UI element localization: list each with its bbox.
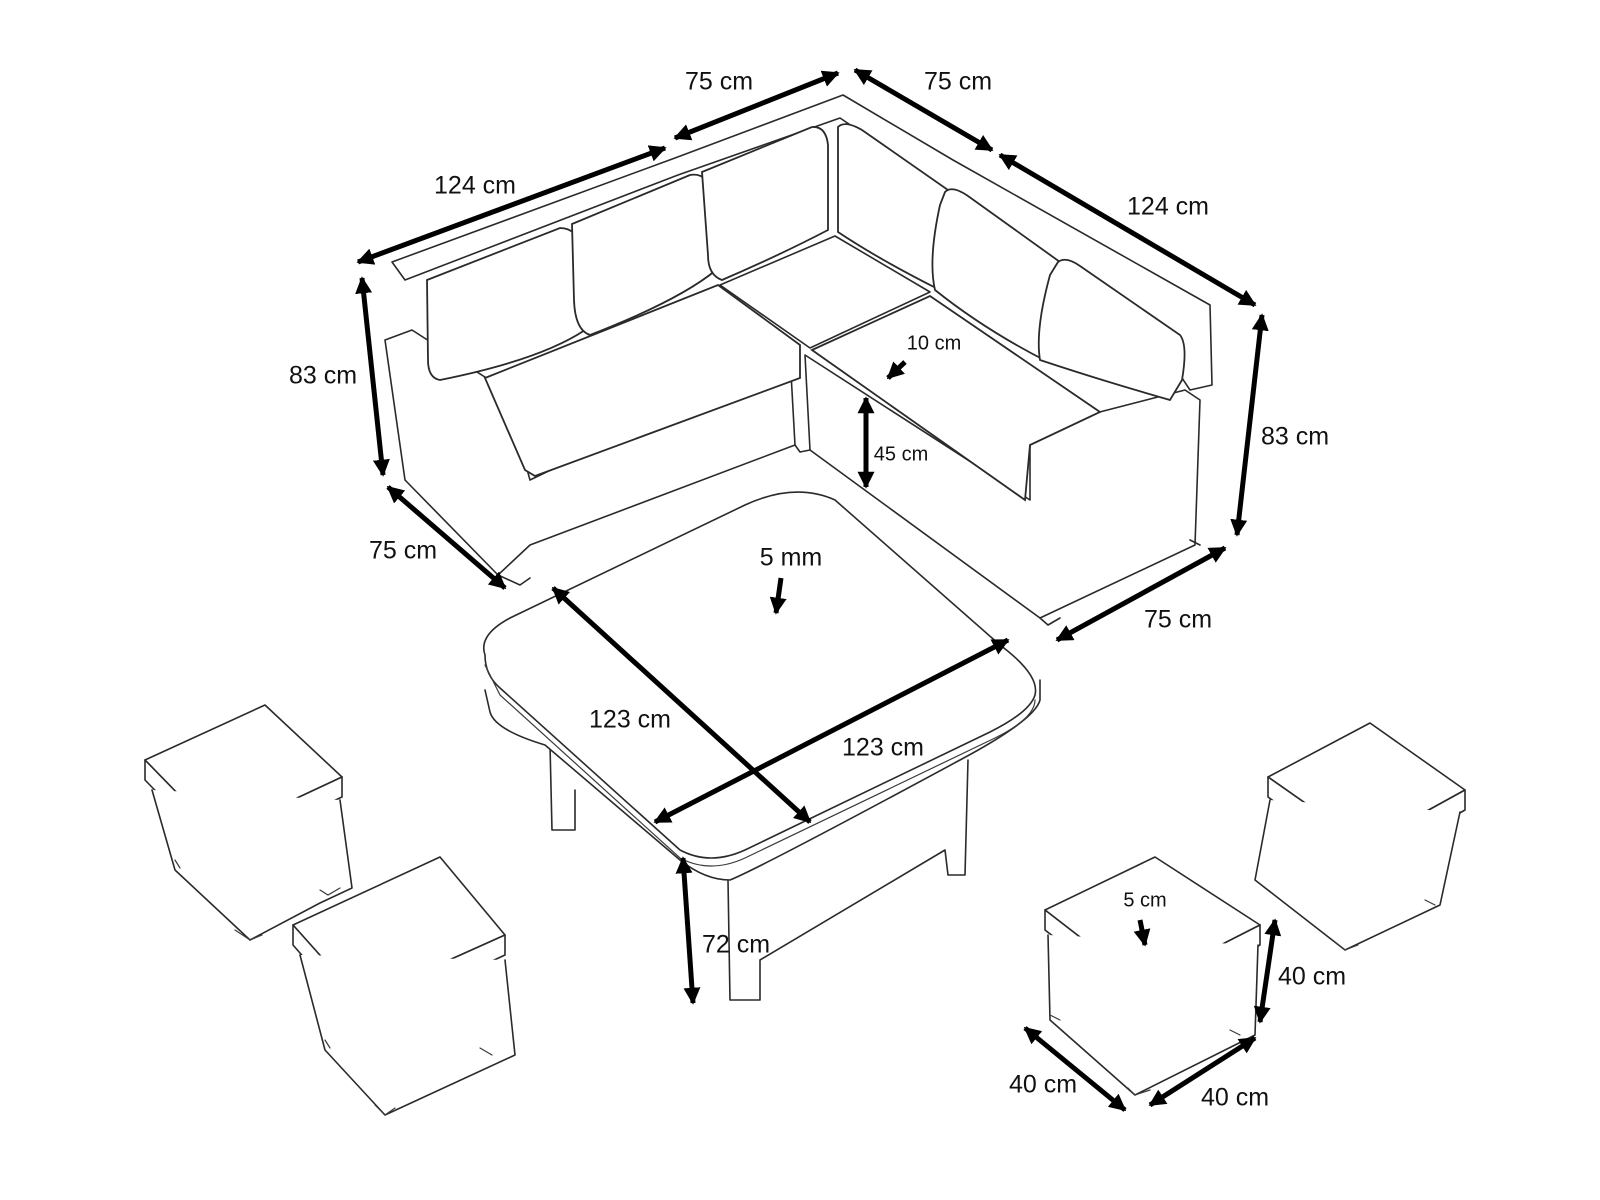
- dimension-arrows: [355, 67, 1282, 1112]
- dimension-arrow: [356, 145, 667, 265]
- sofa-right-seat-cushion: [810, 294, 1102, 502]
- dimension-label-table-height: 72 cm: [701, 930, 771, 959]
- dimension-label-sofa-left-length: 124 cm: [434, 171, 516, 200]
- sofa-leg: [1189, 539, 1201, 546]
- dimension-label-sofa-right-length: 124 cm: [1127, 192, 1209, 221]
- dimension-arrow: [675, 856, 701, 1005]
- dimension-arrow: [1230, 313, 1269, 537]
- sofa-leg: [1039, 617, 1061, 626]
- dimension-arrow: [1133, 919, 1151, 947]
- dimension-label-sofa-top-left-depth: 75 cm: [684, 67, 754, 96]
- stool-back-left: [144, 704, 353, 941]
- dimension-label-cushion-thickness: 10 cm: [906, 332, 962, 355]
- dimension-arrow: [653, 637, 1010, 825]
- dimension-arrow: [1148, 1035, 1257, 1108]
- stool-back-right: [1254, 722, 1466, 951]
- dimension-label-table-depth: 123 cm: [589, 705, 671, 734]
- sofa-back-cushion-5: [931, 188, 1066, 364]
- dimension-arrow: [853, 67, 994, 153]
- sofa-left-seat-cushion: [483, 283, 801, 477]
- dimension-label-stool-height: 40 cm: [1277, 962, 1347, 991]
- dimension-arrow: [1023, 1026, 1127, 1112]
- dimension-arrow: [1055, 545, 1227, 643]
- dimension-label-table-width: 123 cm: [842, 733, 924, 762]
- dimension-arrow: [673, 70, 840, 141]
- dimension-arrow: [886, 360, 907, 380]
- dimension-arrow: [386, 485, 507, 590]
- stool-front-left: [292, 856, 516, 1116]
- dimension-label-sofa-top-right-depth: 75 cm: [923, 67, 993, 96]
- dimension-arrow: [998, 152, 1257, 308]
- dimension-label-sofa-bottom-left-depth: 75 cm: [368, 536, 438, 565]
- dimension-label-table-glass: 5 mm: [759, 543, 823, 572]
- dimension-arrow: [1253, 918, 1282, 1024]
- sofa-leg: [794, 444, 811, 453]
- dimension-label-seat-height: 45 cm: [873, 443, 929, 466]
- sofa-corner-seat: [719, 235, 931, 349]
- dimension-label-sofa-bottom-right-depth: 75 cm: [1143, 605, 1213, 634]
- dimension-label-stool-cushion: 5 cm: [1123, 889, 1167, 912]
- dimension-label-stool-width: 40 cm: [1200, 1083, 1270, 1112]
- dimension-label-sofa-left-height: 83 cm: [288, 361, 358, 390]
- dimension-arrow: [355, 276, 390, 477]
- dimension-label-stool-depth: 40 cm: [1008, 1070, 1078, 1099]
- dimension-label-sofa-right-height: 83 cm: [1260, 422, 1330, 451]
